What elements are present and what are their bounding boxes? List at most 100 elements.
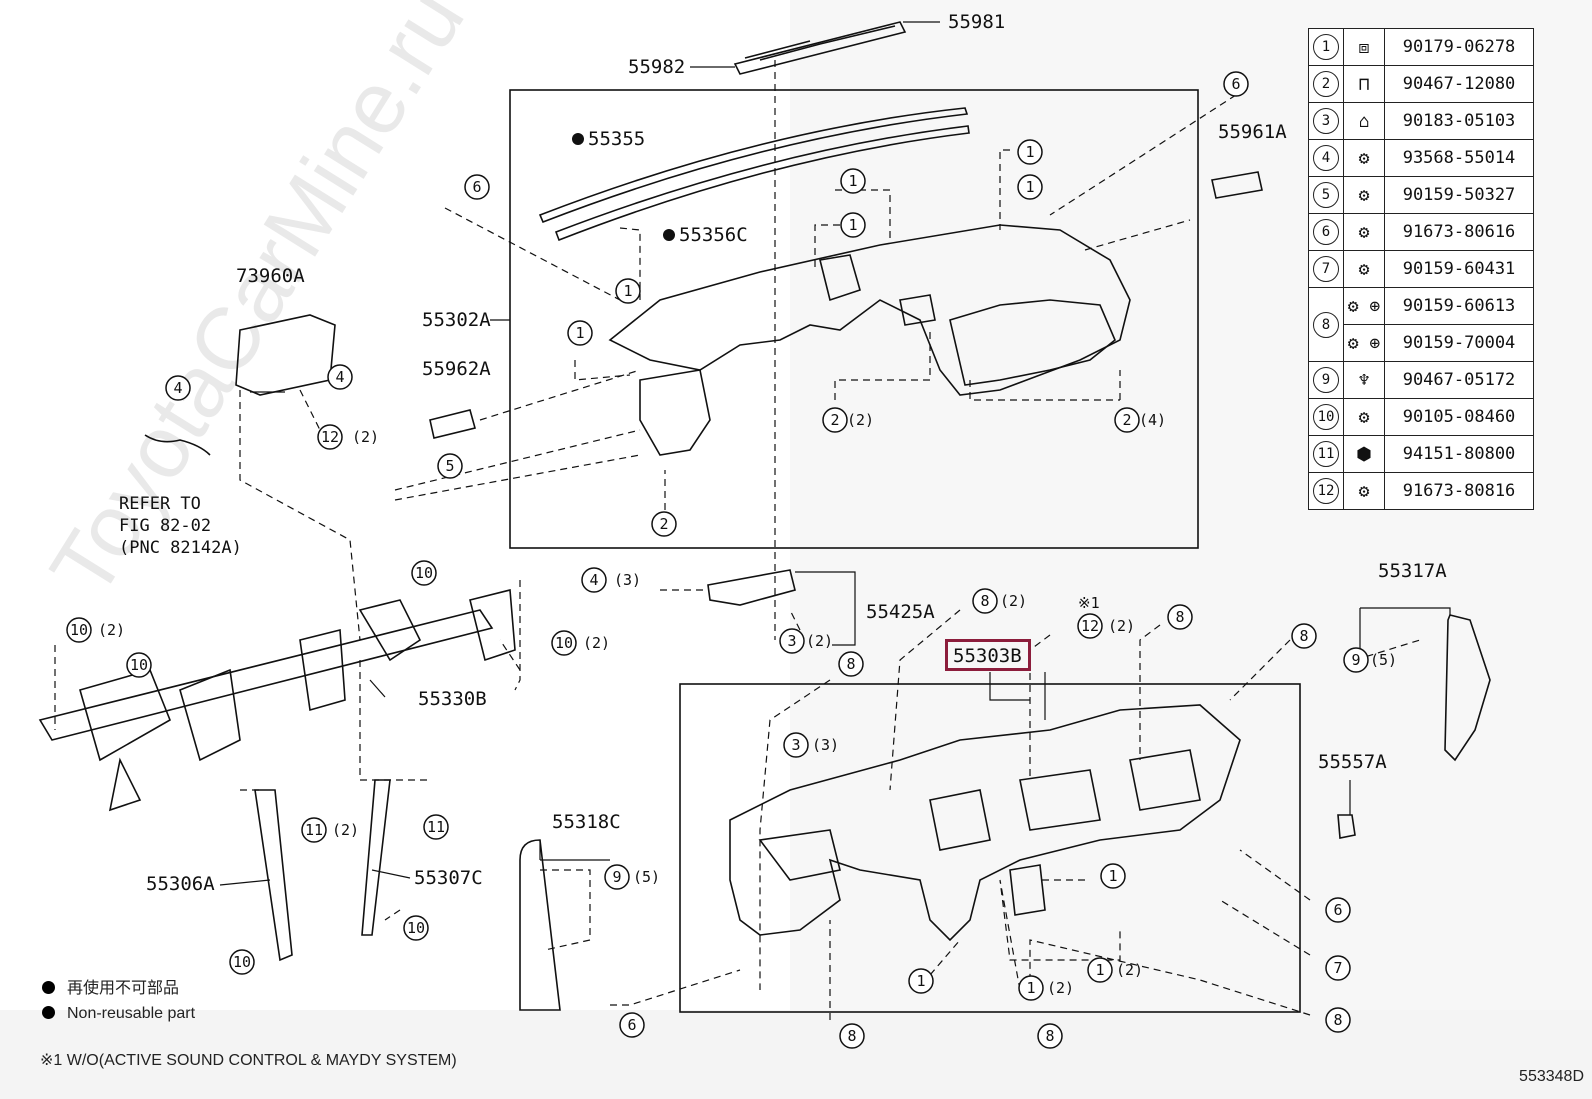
- qty-label: (3): [812, 736, 839, 754]
- part-number[interactable]: 90105-08460: [1384, 398, 1534, 436]
- callout-1: 1: [1095, 961, 1104, 979]
- highlight-box-55303b[interactable]: [945, 639, 1031, 671]
- table-row[interactable]: 12⚙91673-80816: [1308, 472, 1534, 510]
- part-number[interactable]: 93568-55014: [1384, 139, 1534, 177]
- dash-lower-left-drawing: [639, 369, 711, 456]
- table-row[interactable]: 10⚙90105-08460: [1308, 398, 1534, 436]
- callout-2: 2: [830, 411, 839, 429]
- table-row[interactable]: 7⚙90159-60431: [1308, 250, 1534, 288]
- reinforcement-55330b-drawing: [38, 609, 494, 741]
- callout-4: 4: [173, 379, 182, 397]
- part-label-55302a: 55302A: [422, 309, 491, 331]
- table-row[interactable]: 1⧈90179-06278: [1308, 28, 1534, 66]
- bracket-55425a-drawing: [707, 569, 796, 606]
- brace-55307c-drawing: [361, 779, 391, 936]
- part-number[interactable]: 90159-50327: [1384, 176, 1534, 214]
- table-row[interactable]: 2⊓90467-12080: [1308, 65, 1534, 103]
- clip-icon: ⊓: [1343, 65, 1385, 103]
- table-row[interactable]: 3⌂90183-05103: [1308, 102, 1534, 140]
- legend-en: Non-reusable part: [67, 1005, 196, 1022]
- bolt-icon: ⚙ ⊕: [1343, 287, 1385, 325]
- nonreusable-dot: [572, 133, 584, 145]
- callout-8: 8: [1175, 608, 1184, 626]
- table-row[interactable]: 5⚙90159-50327: [1308, 176, 1534, 214]
- legend: 再使用不可部品 Non-reusable part: [42, 976, 195, 1026]
- part-number[interactable]: 90179-06278: [1384, 28, 1534, 66]
- callout-6: 6: [472, 178, 481, 196]
- table-row[interactable]: 4⚙93568-55014: [1308, 139, 1534, 177]
- cover-55317a-drawing: [1444, 614, 1491, 762]
- dashboard-panel-drawing: [608, 224, 1131, 396]
- part-label-55961a: 55961A: [1218, 121, 1287, 143]
- part-label-55356c: 55356C: [679, 224, 748, 246]
- callout-10: 10: [407, 919, 425, 937]
- part-number[interactable]: 90467-05172: [1384, 361, 1534, 399]
- nonreusable-dot: [663, 229, 675, 241]
- legend-jp: 再使用不可部品: [67, 980, 180, 997]
- callout-3: 3: [787, 632, 796, 650]
- qty-label: (3): [614, 571, 641, 589]
- callout-3: 3: [791, 736, 800, 754]
- callout-6: 6: [627, 1016, 636, 1034]
- part-number[interactable]: 94151-80800: [1384, 435, 1534, 473]
- harness-drawing: [144, 434, 211, 456]
- bolt-icon: ⚙: [1343, 176, 1385, 214]
- part-label-55425a: 55425A: [866, 601, 935, 623]
- nut-icon: ⬢: [1343, 435, 1385, 473]
- part-number[interactable]: 90467-12080: [1384, 65, 1534, 103]
- bolt-icon: ⚙: [1343, 213, 1385, 251]
- qty-label: (2): [352, 428, 379, 446]
- callout-1: 1: [623, 282, 632, 300]
- table-row[interactable]: 11⬢94151-80800: [1308, 435, 1534, 473]
- callout-1: 1: [848, 172, 857, 190]
- qty-label: (2): [1047, 979, 1074, 997]
- upper-group-box: [509, 89, 1199, 549]
- nonreusable-dot-icon: [42, 981, 55, 994]
- part-label-55303b: 55303B: [953, 645, 1022, 667]
- register-55962a-drawing: [429, 409, 476, 439]
- callout-7: 7: [1333, 959, 1342, 977]
- footnote: ※1 W/O(ACTIVE SOUND CONTROL & MAYDY SYST…: [40, 1052, 457, 1069]
- refer-text-line: FIG 82-02: [119, 516, 211, 536]
- bolt-icon: ⚙: [1343, 250, 1385, 288]
- screw-icon: ⚙: [1343, 139, 1385, 177]
- note-mark: ※1: [1078, 594, 1100, 612]
- cover-55318c-drawing: [519, 839, 561, 1011]
- part-label-55557a: 55557A: [1318, 751, 1387, 773]
- callout-10: 10: [555, 634, 573, 652]
- callout-10: 10: [415, 564, 433, 582]
- callout-2: 2: [1122, 411, 1131, 429]
- qty-label: (2): [98, 621, 125, 639]
- part-number[interactable]: 90159-60613: [1384, 287, 1534, 325]
- table-row[interactable]: ⚙ ⊕90159-70004: [1309, 324, 1534, 362]
- table-row[interactable]: 8⚙ ⊕90159-60613: [1308, 287, 1534, 362]
- clip-icon: ♆: [1343, 361, 1385, 399]
- part-number[interactable]: 90159-70004: [1384, 324, 1534, 362]
- part-number[interactable]: 90159-60431: [1384, 250, 1534, 288]
- callout-12: 12: [1081, 617, 1099, 635]
- strip-55355-drawing: [538, 107, 969, 224]
- part-number[interactable]: 90183-05103: [1384, 102, 1534, 140]
- callout-9: 9: [612, 868, 621, 886]
- callout-11: 11: [427, 818, 445, 836]
- table-row[interactable]: 6⚙91673-80616: [1308, 213, 1534, 251]
- part-number[interactable]: 91673-80816: [1384, 472, 1534, 510]
- nut-icon: ⌂: [1343, 102, 1385, 140]
- callout-8: 8: [1045, 1027, 1054, 1045]
- callout-1: 1: [916, 972, 925, 990]
- callout-8: 8: [1333, 1011, 1342, 1029]
- callout-10: 10: [130, 656, 148, 674]
- callout-8: 8: [1299, 627, 1308, 645]
- part-label-55306a: 55306A: [146, 873, 215, 895]
- callout-2: 2: [659, 515, 668, 533]
- part-number[interactable]: 91673-80616: [1384, 213, 1534, 251]
- callout-5: 5: [445, 457, 454, 475]
- strip-55356c-drawing: [554, 125, 970, 242]
- qty-label: (2): [847, 411, 874, 429]
- callout-1: 1: [1026, 979, 1035, 997]
- defroster-nozzle-drawing: [733, 21, 907, 75]
- table-row[interactable]: 9♆90467-05172: [1308, 361, 1534, 399]
- bolt-icon: ⚙ ⊕: [1343, 324, 1385, 362]
